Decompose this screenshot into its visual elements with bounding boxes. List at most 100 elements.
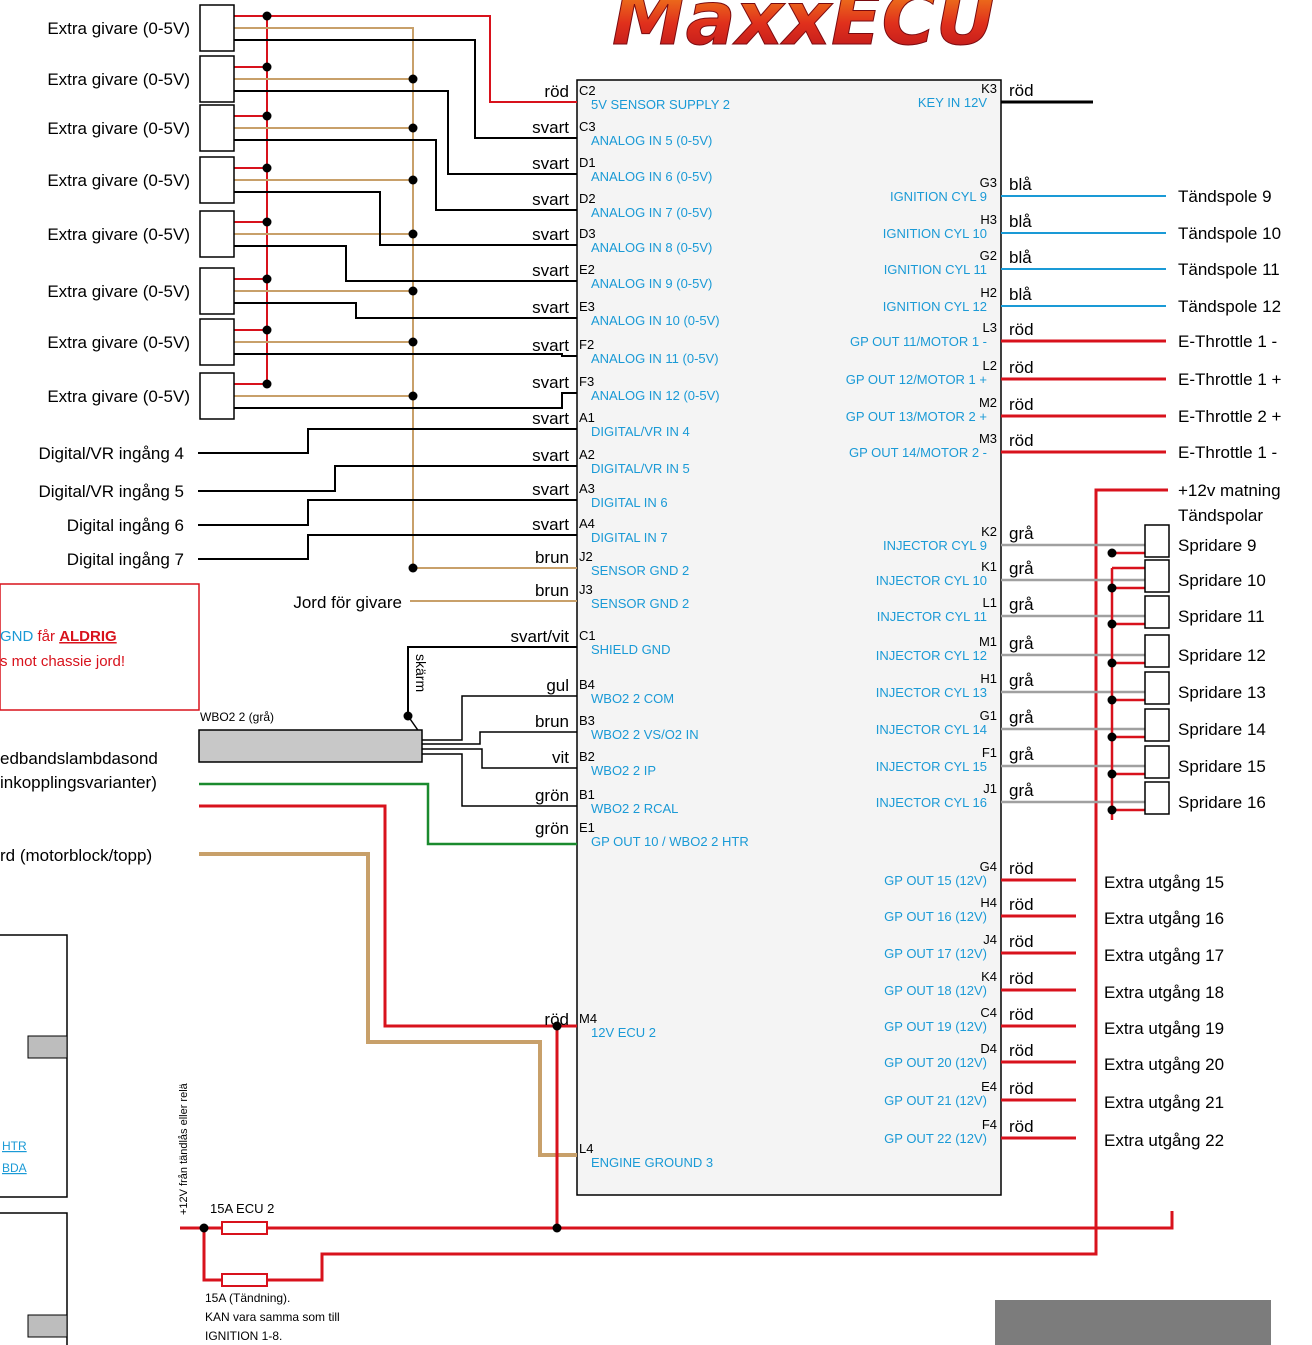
supply-dot bbox=[262, 11, 272, 21]
ign-feed-wire bbox=[267, 488, 1168, 1282]
pin-code: G3 bbox=[980, 175, 997, 190]
dest-label: Extra utgång 17 bbox=[1104, 946, 1224, 965]
pin-name: ANALOG IN 7 (0-5V) bbox=[591, 205, 712, 220]
sensor-ground-label: Jord för givare bbox=[293, 593, 402, 612]
ground-dot bbox=[408, 337, 418, 347]
pin-name: SENSOR GND 2 bbox=[591, 596, 689, 611]
pin-name: IGNITION CYL 9 bbox=[890, 189, 987, 204]
warning-text-line2: s mot chassie jord! bbox=[0, 653, 125, 670]
dest-label: Extra utgång 19 bbox=[1104, 1019, 1224, 1038]
dest-label: Spridare 13 bbox=[1178, 683, 1266, 702]
pin-code: C1 bbox=[579, 628, 596, 643]
wbo2-com-wire bbox=[422, 695, 577, 741]
ground-dot bbox=[408, 175, 418, 185]
pin-name: GP OUT 10 / WBO2 2 HTR bbox=[591, 834, 749, 849]
wbo2-cable-label: WBO2 2 (grå) bbox=[200, 710, 274, 724]
feed-right-line1: +12v matning bbox=[1178, 481, 1281, 500]
dest-label: E-Throttle 1 - bbox=[1178, 443, 1277, 462]
pin-name: GP OUT 15 (12V) bbox=[884, 873, 987, 888]
wbo2-ip-wire bbox=[422, 748, 577, 769]
digital-input-label: Digital ingång 6 bbox=[67, 516, 184, 535]
injector-box bbox=[1144, 708, 1170, 742]
wires-layer bbox=[180, 15, 1174, 1282]
pin-code: A1 bbox=[579, 410, 595, 425]
sensor-box bbox=[199, 372, 235, 420]
fuse-ecu2-label: 15A ECU 2 bbox=[210, 1201, 274, 1216]
sensor-label: Extra givare (0-5V) bbox=[47, 171, 190, 190]
pin-name: IGNITION CYL 11 bbox=[884, 262, 987, 277]
analog-signal-wire bbox=[234, 302, 577, 319]
inset-box bbox=[0, 1212, 68, 1345]
pin-code: G1 bbox=[980, 708, 997, 723]
pin-code: L1 bbox=[983, 595, 997, 610]
wire-color-label: blå bbox=[1009, 175, 1032, 194]
pin-code: B3 bbox=[579, 713, 595, 728]
wire-color-label: röd bbox=[1009, 1041, 1034, 1060]
injector-dot bbox=[1107, 769, 1117, 779]
supply-dot bbox=[262, 163, 272, 173]
pin-name: SHIELD GND bbox=[591, 642, 670, 657]
pin-name: INJECTOR CYL 10 bbox=[876, 573, 987, 588]
pin-code: K3 bbox=[981, 81, 997, 96]
pin-name: GP OUT 17 (12V) bbox=[884, 946, 987, 961]
sensor-label: Extra givare (0-5V) bbox=[47, 333, 190, 352]
wire-color-label: brun bbox=[535, 581, 569, 600]
wire-color-label: gul bbox=[546, 676, 569, 695]
warning-text-line1: GND får ALDRIG bbox=[0, 628, 117, 645]
pin-name: GP OUT 13/MOTOR 2 + bbox=[846, 409, 987, 424]
analog-signal-wire bbox=[234, 353, 577, 357]
wire-color-label: grå bbox=[1009, 524, 1034, 543]
photo-placeholder bbox=[995, 1300, 1271, 1345]
dest-label: Tändspole 10 bbox=[1178, 224, 1281, 243]
wire-color-label: svart bbox=[532, 409, 569, 428]
injector-dot bbox=[1107, 619, 1117, 629]
fuse-ign-label-3: IGNITION 1-8. bbox=[205, 1329, 282, 1343]
pin-code: K2 bbox=[981, 524, 997, 539]
shield-dot bbox=[403, 711, 413, 721]
pin-name: INJECTOR CYL 15 bbox=[876, 759, 987, 774]
wire-color-label: grå bbox=[1009, 781, 1034, 800]
pin-name: DIGITAL/VR IN 4 bbox=[591, 424, 690, 439]
fuse-ign-label-1: 15A (Tändning). bbox=[205, 1291, 290, 1305]
wire-color-label: svart bbox=[532, 225, 569, 244]
pin-name: IGNITION CYL 10 bbox=[883, 226, 987, 241]
warning-box bbox=[0, 583, 200, 711]
pin-code: G2 bbox=[980, 248, 997, 263]
pin-code: K1 bbox=[981, 559, 997, 574]
wire-color-label: svart bbox=[532, 336, 569, 355]
supply-dot bbox=[262, 217, 272, 227]
pin-name: WBO2 2 IP bbox=[591, 763, 656, 778]
wire-color-label: brun bbox=[535, 712, 569, 731]
pin-code: J3 bbox=[579, 582, 593, 597]
pin-name: 5V SENSOR SUPPLY 2 bbox=[591, 97, 730, 112]
pin-name: ANALOG IN 8 (0-5V) bbox=[591, 240, 712, 255]
dest-label: Extra utgång 22 bbox=[1104, 1131, 1224, 1150]
sensor-label: Extra givare (0-5V) bbox=[47, 119, 190, 138]
wire-color-label: röd bbox=[1009, 431, 1034, 450]
injector-dot bbox=[1107, 658, 1117, 668]
injector-dot bbox=[1107, 805, 1117, 815]
supply-dot bbox=[262, 274, 272, 284]
wire-color-label: röd bbox=[1009, 932, 1034, 951]
analog-signal-wire bbox=[234, 245, 577, 282]
bus-dot bbox=[552, 1223, 562, 1233]
brand-title: MaxxECU bbox=[612, 0, 996, 62]
wire-color-label: röd bbox=[544, 82, 569, 101]
dest-label: E-Throttle 2 + bbox=[1178, 407, 1282, 426]
pin-name: ANALOG IN 5 (0-5V) bbox=[591, 133, 712, 148]
pin-name: GP OUT 14/MOTOR 2 - bbox=[849, 445, 987, 460]
pin-name: 12V ECU 2 bbox=[591, 1025, 656, 1040]
wire-color-label: röd bbox=[1009, 895, 1034, 914]
pin-code: E1 bbox=[579, 820, 595, 835]
feed-right-line2: Tändspolar bbox=[1178, 506, 1263, 525]
wire-color-label: svart bbox=[532, 480, 569, 499]
wire-color-label: grå bbox=[1009, 745, 1034, 764]
pin-code: B1 bbox=[579, 787, 595, 802]
injector-box bbox=[1144, 595, 1170, 629]
wire-color-label: röd bbox=[1009, 81, 1034, 100]
sensor-label: Extra givare (0-5V) bbox=[47, 19, 190, 38]
wire-color-label: röd bbox=[1009, 358, 1034, 377]
sensor-label: Extra givare (0-5V) bbox=[47, 387, 190, 406]
injector-box bbox=[1144, 559, 1170, 593]
wire-color-label: röd bbox=[1009, 969, 1034, 988]
